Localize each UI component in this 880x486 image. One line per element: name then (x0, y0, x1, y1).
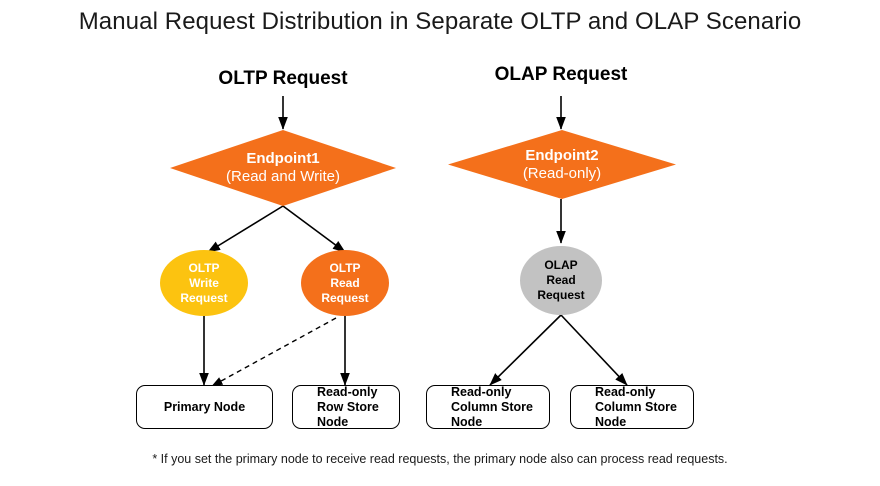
page-title: Manual Request Distribution in Separate … (78, 8, 802, 35)
edge-oltp-read-request-to-primary-node-dashed (211, 317, 337, 387)
node-line-1: Read-only (595, 384, 656, 399)
node-line-1: Read-only (317, 384, 378, 399)
edge-olap-read-request-to-column-store-node-2 (560, 314, 628, 386)
endpoint1-diamond[interactable]: Endpoint1 (Read and Write) (170, 130, 396, 206)
node-line-3: Node (317, 414, 349, 429)
endpoint2-mode: (Read-only) (522, 164, 602, 182)
endpoint1-name: Endpoint1 (246, 150, 320, 167)
endpoint1-mode: (Read and Write) (226, 168, 340, 185)
oltp-request-label: OLTP Request (218, 68, 348, 89)
read-only-column-store-node-1-label: Read-only Column Store Node (451, 385, 533, 430)
read-only-column-store-node-1-box[interactable]: Read-only Column Store Node (426, 385, 550, 429)
endpoint2-diamond[interactable]: Endpoint2 (Read-only) (448, 130, 676, 199)
read-only-column-store-node-2-box[interactable]: Read-only Column Store Node (570, 385, 694, 429)
node-line-3: Node (595, 414, 627, 429)
endpoint2-name: Endpoint2 (525, 146, 599, 164)
node-line-2: Column Store (595, 399, 677, 414)
edge-endpoint1-to-oltp-write-request (207, 205, 284, 253)
olap-request-label: OLAP Request (494, 64, 628, 85)
footnote-text: * If you set the primary node to receive… (152, 452, 728, 466)
read-only-row-store-node-box[interactable]: Read-only Row Store Node (292, 385, 400, 429)
primary-node-box[interactable]: Primary Node (136, 385, 273, 429)
node-line-1: Read-only (451, 384, 512, 399)
edge-olap-read-request-to-column-store-node-1 (489, 314, 562, 386)
endpoint2-label: Endpoint2 (Read-only) (502, 147, 622, 183)
edge-endpoint1-to-oltp-read-request (282, 205, 346, 253)
endpoint1-label: Endpoint1 (Read and Write) (223, 150, 343, 186)
node-line-2: Row Store (317, 399, 379, 414)
read-only-column-store-node-2-label: Read-only Column Store Node (595, 385, 677, 430)
read-only-row-store-node-label: Read-only Row Store Node (317, 385, 379, 430)
node-line-2: Column Store (451, 399, 533, 414)
node-line-3: Node (451, 414, 483, 429)
primary-node-label: Primary Node (163, 399, 246, 414)
